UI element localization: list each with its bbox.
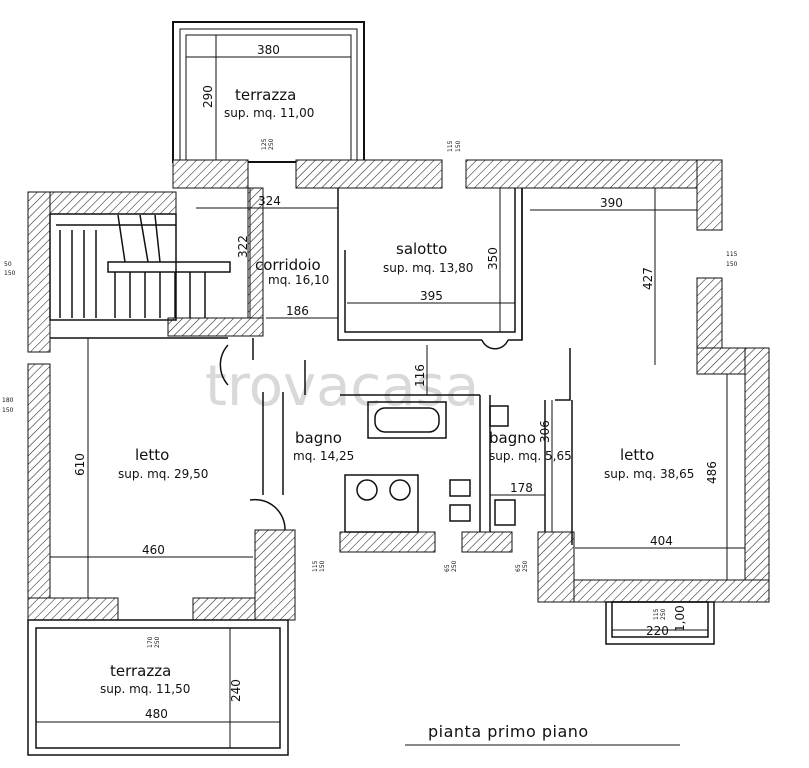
dim-bed-right-w: 404: [650, 534, 673, 548]
corridor-name: corridoio: [255, 256, 321, 274]
terrace-top-name: terrazza: [235, 86, 296, 104]
dim-bed-left-h: 610: [73, 453, 87, 476]
terrace-top-area: sup. mq. 11,00: [224, 106, 314, 120]
window-3-top: 115: [726, 251, 738, 258]
dim-terrace-top-h: 290: [201, 85, 215, 108]
window-8-top: 65: [515, 564, 522, 572]
dim-living-h: 350: [486, 247, 500, 270]
dim-bed-left-w: 460: [142, 543, 165, 557]
window-5-top: 180: [2, 397, 14, 404]
bath-main-area: mq. 14,25: [293, 449, 354, 463]
dim-terrace-bottom-h: 240: [229, 679, 243, 702]
dim-hall: 116: [413, 364, 427, 387]
window-10-bot: 250: [660, 608, 667, 620]
terrace-top: [172, 21, 365, 163]
dim-living-w: 395: [420, 289, 443, 303]
interior-walls: [27, 188, 715, 756]
bath-small-name: bagno: [489, 429, 536, 447]
living-name: salotto: [396, 240, 447, 258]
dim-bay-w: 220: [646, 624, 669, 638]
dim-bay-h: 1,00: [673, 605, 687, 632]
dim-corridor-h: 322: [236, 235, 250, 258]
bedroom-left-name: letto: [135, 446, 169, 464]
window-6-bot: 150: [319, 560, 326, 572]
dim-terrace-top-w: 380: [257, 43, 280, 57]
window-7-top: 65: [444, 564, 451, 572]
window-1-top: 125: [261, 138, 268, 150]
dimension-lines: [36, 35, 745, 748]
window-4-top: 50: [4, 261, 12, 268]
window-2-bot: 150: [455, 140, 462, 152]
bedroom-right-area: sup. mq. 38,65: [604, 467, 694, 481]
living-area: sup. mq. 13,80: [383, 261, 473, 275]
window-9-bot: 250: [154, 636, 161, 648]
watermark: trovacasa: [205, 354, 479, 419]
corridor-area: mq. 16,10: [268, 273, 329, 287]
bath-main-name: bagno: [295, 429, 342, 447]
window-7-bot: 250: [451, 560, 458, 572]
window-8-bot: 250: [522, 560, 529, 572]
dim-bed-right-h: 486: [705, 461, 719, 484]
window-2-top: 115: [447, 140, 454, 152]
window-4-bot: 150: [4, 270, 16, 277]
dimension-labels: 380 290 324 322 186 395 350 116 390 427 …: [73, 43, 719, 721]
terrace-bottom-name: terrazza: [110, 662, 171, 680]
window-10-top: 115: [653, 608, 660, 620]
bath-small-area: sup. mq. 5,65: [489, 449, 572, 463]
dim-bath-small-w: 178: [510, 481, 533, 495]
dim-corridor-lower: 186: [286, 304, 309, 318]
exterior-walls: [27, 159, 770, 621]
dim-bed-right-top-w: 390: [600, 196, 623, 210]
window-5-bot: 150: [2, 407, 14, 414]
dim-bed-right-top-h: 427: [641, 267, 655, 290]
room-labels: terrazza sup. mq. 11,00 corridoio mq. 16…: [100, 86, 694, 696]
window-9-top: 170: [147, 636, 154, 648]
terrace-bottom-area: sup. mq. 11,50: [100, 682, 190, 696]
bedroom-right-name: letto: [620, 446, 654, 464]
bedroom-left-area: sup. mq. 29,50: [118, 467, 208, 481]
window-3-bot: 150: [726, 261, 738, 268]
plan-title: pianta primo piano: [428, 722, 589, 741]
window-labels: 125 250 115 150 115 150 50 150 180 150 1…: [2, 138, 738, 648]
dim-corridor-w: 324: [258, 194, 281, 208]
dim-terrace-bottom-w: 480: [145, 707, 168, 721]
window-1-bot: 250: [268, 138, 275, 150]
window-6-top: 115: [312, 560, 319, 572]
dim-bath-small-h: 306: [538, 420, 552, 443]
